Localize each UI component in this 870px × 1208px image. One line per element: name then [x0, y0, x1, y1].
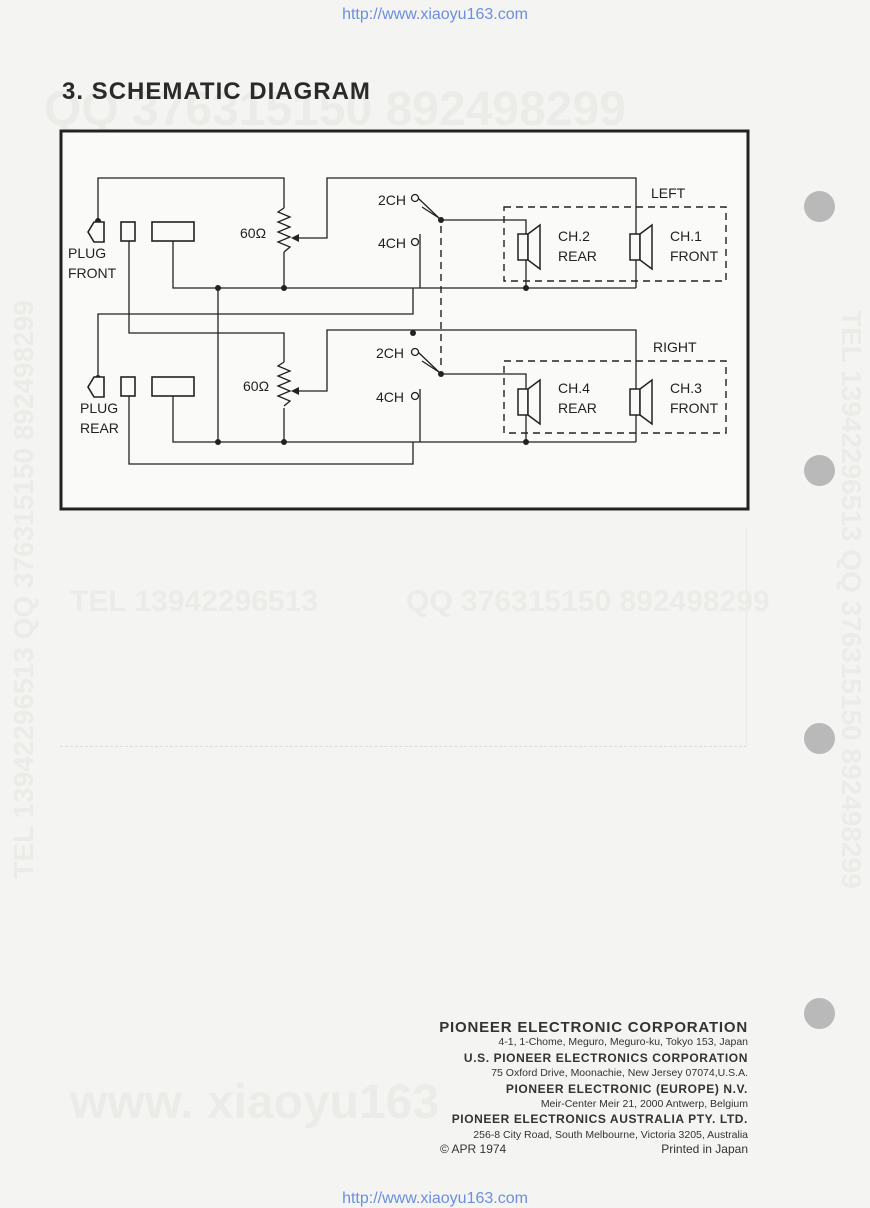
speaker-ch4-cone: [527, 378, 541, 426]
left-group-label: LEFT: [651, 185, 686, 201]
speaker-ch2-magnet: [517, 233, 529, 261]
switch-contact-2ch-right: [410, 347, 420, 357]
front-plug-label-1: PLUG: [68, 245, 106, 261]
junction-dot: [215, 285, 221, 291]
plug-sleeve-rear: [151, 376, 195, 397]
junction-dot: [438, 371, 444, 377]
address-main: 4-1, 1-Chome, Meguro, Meguro-ku, Tokyo 1…: [498, 1036, 748, 1049]
watermark-qq: QQ 376315150 892498299: [44, 83, 626, 136]
plug-tip-front: [87, 221, 105, 243]
company-australia: PIONEER ELECTRONICS AUSTRALIA PTY. LTD.: [451, 1112, 748, 1127]
resistor-rear-label: 60Ω: [243, 378, 269, 394]
wiper-arrow-rear: [291, 387, 299, 395]
junction-dot: [281, 439, 287, 445]
binder-hole: [804, 723, 835, 754]
junction-dot: [523, 285, 529, 291]
switch-contact-2ch-left: [410, 193, 420, 203]
ch1-label: CH.1: [670, 228, 702, 244]
company-main: PIONEER ELECTRONIC CORPORATION: [439, 1019, 748, 1036]
watermark-www: www. xiaoyu163: [70, 1076, 440, 1129]
junction-dot: [438, 217, 444, 223]
speaker-ch3-magnet: [629, 388, 641, 416]
switch-2ch-label-right: 2CH: [376, 345, 404, 361]
faint-background-table: [60, 528, 747, 747]
resistor-front: [276, 207, 292, 253]
company-us: U.S. PIONEER ELECTRONICS CORPORATION: [463, 1050, 748, 1065]
ch3-label: CH.3: [670, 380, 702, 396]
resistor-front-label: 60Ω: [240, 225, 266, 241]
rear-plug-label-2: REAR: [80, 420, 119, 436]
switch-contact-4ch-right: [410, 391, 420, 401]
speaker-ch4-magnet: [517, 388, 529, 416]
ch1-sublabel: FRONT: [670, 248, 719, 264]
speaker-ch2-cone: [527, 223, 541, 271]
publication-date: © APR 1974: [440, 1142, 507, 1156]
address-europe: Meir-Center Meir 21, 2000 Antwerp, Belgi…: [540, 1098, 748, 1111]
address-australia: 256-8 City Road, South Melbourne, Victor…: [473, 1128, 748, 1141]
ch4-sublabel: REAR: [558, 400, 597, 416]
watermark-tel: TEL 13942296513: [70, 585, 318, 618]
wiper-arrow-front: [291, 234, 299, 242]
company-europe: PIONEER ELECTRONIC (EUROPE) N.V.: [505, 1081, 748, 1096]
source-url-top[interactable]: http://www.xiaoyu163.com: [342, 6, 528, 23]
plug-sleeve-front: [151, 221, 195, 242]
switch-4ch-label-left: 4CH: [378, 235, 406, 251]
switch-4ch-label-right: 4CH: [376, 389, 404, 405]
rear-plug-label-1: PLUG: [80, 400, 118, 416]
address-us: 75 Oxford Drive, Moonachie, New Jersey 0…: [491, 1067, 748, 1080]
watermark-side-right: TEL 13942296513 QQ 376315150 892498299: [836, 310, 867, 889]
right-speaker-box: [503, 360, 727, 434]
switch-contact-4ch-left: [410, 237, 420, 247]
speaker-ch1-magnet: [629, 233, 641, 261]
junction-dot: [523, 439, 529, 445]
ch2-label: CH.2: [558, 228, 590, 244]
plug-tip-rear: [87, 376, 105, 398]
ch3-sublabel: FRONT: [670, 400, 719, 416]
ch4-label: CH.4: [558, 380, 590, 396]
printed-in: Printed in Japan: [661, 1142, 748, 1156]
speaker-ch3-cone: [639, 378, 653, 426]
junction-dot: [410, 330, 416, 336]
source-url-bottom[interactable]: http://www.xiaoyu163.com: [342, 1190, 528, 1207]
front-plug-label-2: FRONT: [68, 265, 117, 281]
schematic-frame: [59, 129, 750, 511]
plug-ring-rear: [120, 376, 136, 397]
speaker-ch1-cone: [639, 223, 653, 271]
binder-hole: [804, 455, 835, 486]
plug-ring-front: [120, 221, 136, 242]
publisher-footer: PIONEER ELECTRONIC CORPORATION 4-1, 1-Ch…: [439, 1020, 748, 1143]
switch-2ch-label-left: 2CH: [378, 192, 406, 208]
right-group-label: RIGHT: [653, 339, 697, 355]
junction-dot: [281, 285, 287, 291]
binder-hole: [804, 191, 835, 222]
watermark-qq-short: QQ 376315150 892498299: [406, 585, 770, 618]
left-speaker-box: [503, 206, 727, 282]
resistor-rear: [276, 361, 292, 407]
junction-dot: [215, 439, 221, 445]
binder-hole: [804, 998, 835, 1029]
page-title: 3. SCHEMATIC DIAGRAM: [62, 78, 371, 105]
ch2-sublabel: REAR: [558, 248, 597, 264]
